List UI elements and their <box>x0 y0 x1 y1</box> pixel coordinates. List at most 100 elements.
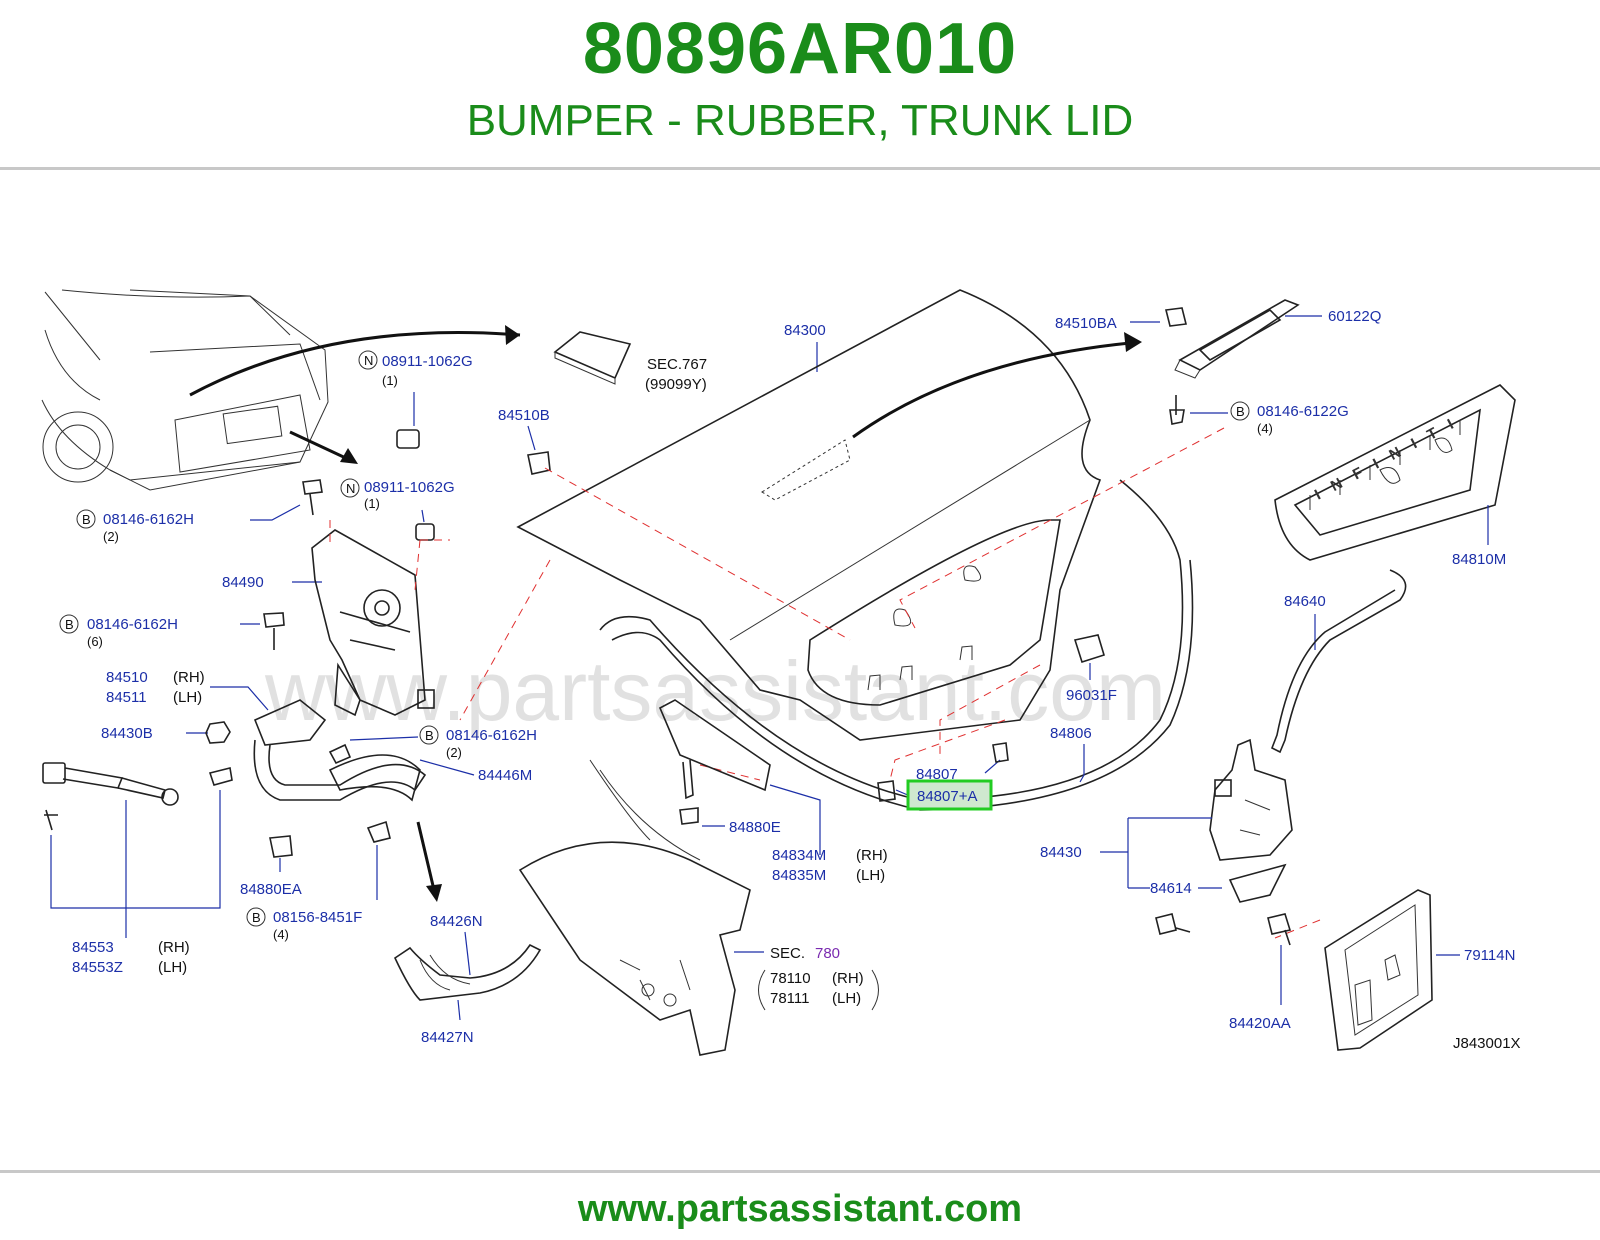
leader-line <box>349 736 419 741</box>
label-08146-6122g[interactable]: 08146-6122G <box>1257 403 1349 420</box>
label-84614[interactable]: 84614 <box>1150 880 1192 897</box>
bracket-line <box>1127 817 1212 889</box>
label-84511[interactable]: 84511 <box>106 689 147 706</box>
hinge-garnish-84426n <box>393 943 542 1001</box>
sec780-number[interactable]: 780 <box>815 945 840 962</box>
label-84640[interactable]: 84640 <box>1284 593 1326 610</box>
footer-url[interactable]: www.partsassistant.com <box>577 1188 1023 1230</box>
label-84510[interactable]: 84510 <box>106 669 148 686</box>
sec767-module-shape <box>553 331 632 385</box>
side-84835m: (LH) <box>856 867 885 884</box>
label-84426n[interactable]: 84426N <box>430 913 483 930</box>
dashed-location-lines <box>329 427 1321 939</box>
label-96031f[interactable]: 96031F <box>1066 687 1117 704</box>
n-circle-icon <box>358 350 378 370</box>
label-08146-6162h-a[interactable]: 08146-6162H <box>103 511 194 528</box>
sec780-prefix[interactable]: SEC. <box>770 945 805 962</box>
opener-rod-84640 <box>1270 569 1407 754</box>
grommet-part-icon <box>527 451 551 475</box>
arrow-head-icon <box>1124 332 1142 352</box>
label-84807-a[interactable]: 84807+A <box>917 788 977 805</box>
car-arrow-to-latch <box>289 430 351 462</box>
label-84835m[interactable]: 84835M <box>772 867 826 884</box>
car-arrow-to-module <box>189 331 521 397</box>
clip-part-icon <box>1073 634 1105 664</box>
bolt-part-icon <box>263 612 285 650</box>
leader-line <box>769 784 821 855</box>
arrow-head-icon <box>426 884 442 902</box>
leader-line <box>464 931 471 976</box>
label-84446m[interactable]: 84446M <box>478 767 532 784</box>
gas-strut-84553 <box>42 762 233 831</box>
side-84553z: (LH) <box>158 959 187 976</box>
arrow-to-lamp <box>852 341 1131 439</box>
leader-line <box>419 759 475 776</box>
label-84880e[interactable]: 84880E <box>729 819 781 836</box>
side-84834m: (RH) <box>856 847 888 864</box>
label-08156-8451f[interactable]: 08156-8451F <box>273 909 362 926</box>
latch-assembly-84490 <box>311 529 435 717</box>
qty-08146-6162h-b: (6) <box>87 634 103 649</box>
b-circle-letter: B <box>1236 404 1245 419</box>
n-circle-icon <box>340 478 360 498</box>
leader-line <box>250 504 301 521</box>
leader-line <box>1079 744 1085 783</box>
bolt-part-icon <box>366 820 391 843</box>
label-84810m[interactable]: 84810M <box>1452 551 1506 568</box>
label-84553[interactable]: 84553 <box>72 939 114 956</box>
leader-line <box>421 509 425 523</box>
bolt-part-icon <box>328 743 352 765</box>
label-84300[interactable]: 84300 <box>784 322 826 339</box>
b-circle-letter: B <box>252 910 261 925</box>
sec767-label[interactable]: SEC.767 <box>647 356 707 373</box>
leader-line <box>210 686 269 711</box>
infiniti-badge-text: INFINITI <box>1312 409 1469 503</box>
bolt-part-icon <box>1267 913 1292 946</box>
nut-part-icon <box>1165 307 1187 327</box>
rear-body-panel-78110 <box>518 759 751 1056</box>
label-84490[interactable]: 84490 <box>222 574 264 591</box>
label-84510b[interactable]: 84510B <box>498 407 550 424</box>
label-84834m[interactable]: 84834M <box>772 847 826 864</box>
label-84807[interactable]: 84807 <box>916 766 958 783</box>
label-84430[interactable]: 84430 <box>1040 844 1082 861</box>
label-84510ba[interactable]: 84510BA <box>1055 315 1117 332</box>
label-84880ea[interactable]: 84880EA <box>240 881 302 898</box>
arrow-head-icon <box>505 325 520 345</box>
highlighted-part-box[interactable] <box>906 779 993 811</box>
side-84510: (RH) <box>173 669 205 686</box>
hinge-cover-84446m <box>328 754 421 802</box>
label-84806[interactable]: 84806 <box>1050 725 1092 742</box>
label-08146-6162h-b[interactable]: 08146-6162H <box>87 616 178 633</box>
label-78110[interactable]: 78110 <box>770 970 811 987</box>
label-84430b[interactable]: 84430B <box>101 725 153 742</box>
rubber-bumper-icon <box>992 742 1009 763</box>
qty-08146-6162h-a: (2) <box>103 529 119 544</box>
lock-cover-84614 <box>1228 863 1287 903</box>
b-circle-icon <box>1230 401 1250 421</box>
qty-08146-6162h-c: (2) <box>446 745 462 760</box>
label-08911-1062g-top[interactable]: 08911-1062G <box>382 353 473 370</box>
bolt-part-icon <box>1155 913 1191 935</box>
nut-part-icon <box>396 429 420 449</box>
label-60122q[interactable]: 60122Q <box>1328 308 1381 325</box>
paren-left <box>758 969 766 1011</box>
label-79114n[interactable]: 79114N <box>1464 947 1515 964</box>
label-84553z[interactable]: 84553Z <box>72 959 123 976</box>
b-circle-icon <box>76 509 96 529</box>
emblem-mount-shape <box>761 439 851 501</box>
label-08146-6162h-c[interactable]: 08146-6162H <box>446 727 537 744</box>
qty-08911-1062g-second: (1) <box>364 496 380 511</box>
car-rear-view <box>41 289 329 491</box>
diagram-code: J843001X <box>1453 1035 1521 1052</box>
label-08911-1062g-second[interactable]: 08911-1062G <box>364 479 455 496</box>
label-78111[interactable]: 78111 <box>770 990 810 1007</box>
trunk-finisher-84810m <box>1274 384 1516 561</box>
label-84420aa[interactable]: 84420AA <box>1229 1015 1291 1032</box>
side-78111: (LH) <box>832 990 861 1007</box>
n-circle-letter: N <box>346 481 355 496</box>
b-circle-letter: B <box>82 512 91 527</box>
label-84427n[interactable]: 84427N <box>421 1029 474 1046</box>
b-circle-letter: B <box>65 617 74 632</box>
n-circle-letter: N <box>364 353 373 368</box>
